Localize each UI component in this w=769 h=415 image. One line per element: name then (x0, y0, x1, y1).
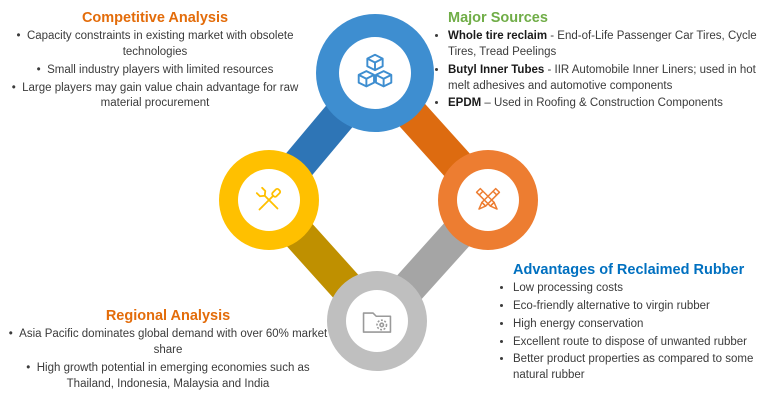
regional-analysis-title: Regional Analysis (105, 308, 231, 324)
cubes-icon (339, 37, 411, 109)
source-desc: – Used in Roofing & Construction Compone… (481, 97, 723, 110)
pencils-icon (457, 169, 519, 231)
regional-analysis-section: Regional Analysis Asia Pacific dominates… (2, 308, 334, 394)
advantages-title: Advantages of Reclaimed Rubber (513, 262, 745, 278)
source-name: Butyl Inner Tubes (448, 63, 545, 76)
source-name: EPDM (448, 97, 482, 110)
list-item: Eco-friendly alternative to virgin rubbe… (513, 299, 759, 315)
list-item: Small industry players with limited reso… (2, 63, 308, 79)
source-name: Whole tire reclaim (448, 30, 548, 42)
major-sources-node (316, 14, 434, 132)
regional-analysis-list: Asia Pacific dominates global demand wit… (2, 327, 334, 392)
list-item: High energy conservation (513, 317, 759, 333)
list-item: Large players may gain value chain advan… (2, 81, 308, 113)
advantages-section: Advantages of Reclaimed Rubber Low proce… (513, 262, 759, 386)
competitive-analysis-list: Capacity constraints in existing market … (2, 29, 308, 112)
list-item: Better product properties as compared to… (513, 352, 759, 384)
major-sources-title: Major Sources (448, 10, 548, 26)
list-item: Low processing costs (513, 281, 759, 297)
list-item: Whole tire reclaim - End-of-Life Passeng… (448, 29, 766, 61)
competitive-analysis-title: Competitive Analysis (81, 10, 229, 26)
list-item: Asia Pacific dominates global demand wit… (2, 327, 334, 359)
list-item: Capacity constraints in existing market … (2, 29, 308, 61)
advantages-list: Low processing costs Eco-friendly altern… (513, 281, 759, 384)
folder-gear-icon (346, 290, 408, 352)
list-item: EPDM – Used in Roofing & Construction Co… (448, 96, 766, 112)
competitive-analysis-node (219, 150, 319, 250)
competitive-analysis-section: Competitive Analysis Capacity constraint… (2, 10, 308, 114)
source-desc: - IIR Automobile Inner Liners; used in h… (448, 63, 756, 92)
major-sources-list: Whole tire reclaim - End-of-Life Passeng… (448, 29, 766, 112)
regional-analysis-node (327, 271, 427, 371)
list-item: Butyl Inner Tubes - IIR Automobile Inner… (448, 63, 766, 95)
advantages-node (438, 150, 538, 250)
source-desc: - End-of-Life Passenger Car Tires, Cycle… (448, 30, 757, 58)
list-item: High growth potential in emerging econom… (2, 361, 334, 393)
list-item: Excellent route to dispose of unwanted r… (513, 335, 759, 351)
major-sources-section: Major Sources Whole tire reclaim - End-o… (448, 10, 766, 114)
tools-icon (238, 169, 300, 231)
